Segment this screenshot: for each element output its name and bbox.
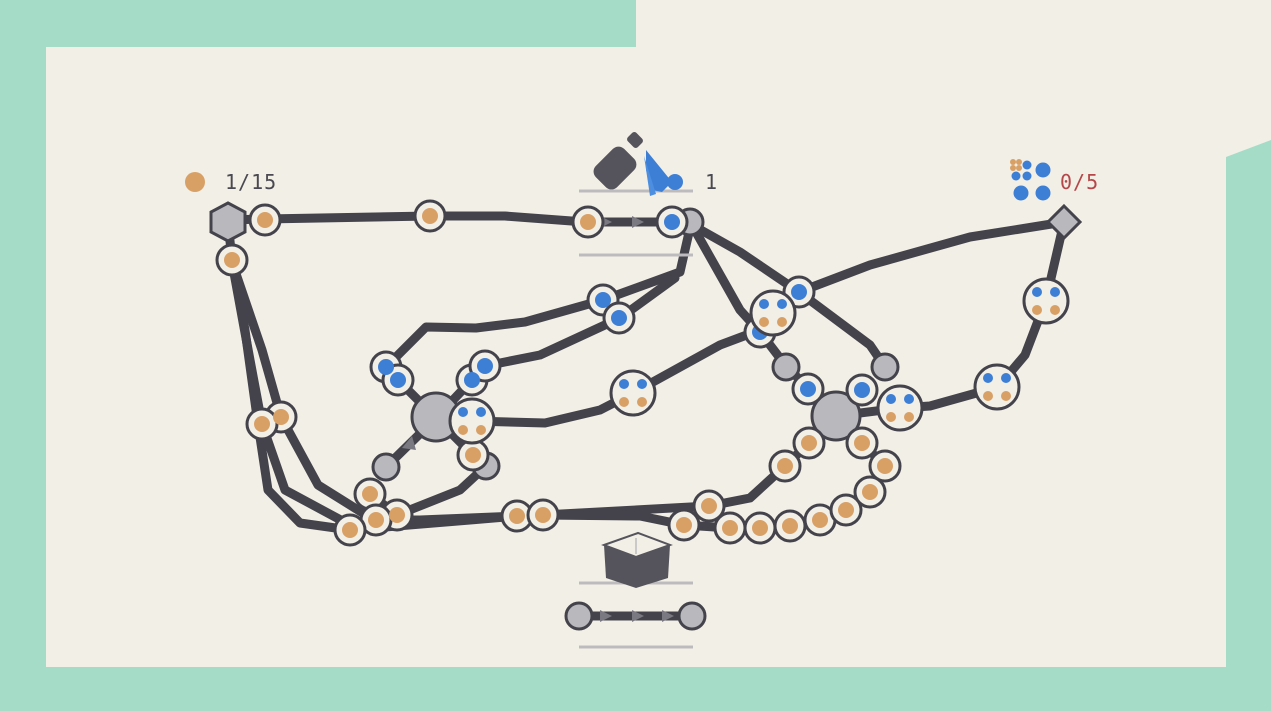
direction-arrow-icon: [402, 436, 416, 450]
blue-dot-cluster-icon: [1010, 159, 1051, 201]
hexagon-icon[interactable]: [209, 201, 247, 243]
painter-count: 1: [705, 170, 719, 194]
diamond-icon[interactable]: [1045, 203, 1083, 241]
orange-dot-icon: [185, 172, 205, 192]
goal-counter: 0/5: [1060, 170, 1100, 194]
board-right-strip: [1226, 0, 1271, 157]
direction-arrow-icon: [632, 610, 644, 622]
switch-node[interactable]: [771, 352, 801, 382]
switch-node[interactable]: [564, 601, 594, 631]
spray-can-icon: [593, 132, 683, 196]
orange-delivered-counter: 1/15: [225, 170, 278, 194]
switch-node[interactable]: [371, 452, 401, 482]
switch-node[interactable]: [870, 352, 900, 382]
switch-node[interactable]: [677, 601, 707, 631]
direction-arrow-icon: [600, 610, 612, 622]
junction-hub[interactable]: [810, 390, 862, 442]
mixed-cargo-group: [448, 277, 1070, 445]
orange-cargo-group: [215, 199, 902, 547]
direction-arrow-icon: [632, 216, 644, 228]
board-top-strip: [636, 0, 1271, 50]
box-icon: [601, 531, 673, 588]
direction-arrow-icon: [662, 610, 674, 622]
